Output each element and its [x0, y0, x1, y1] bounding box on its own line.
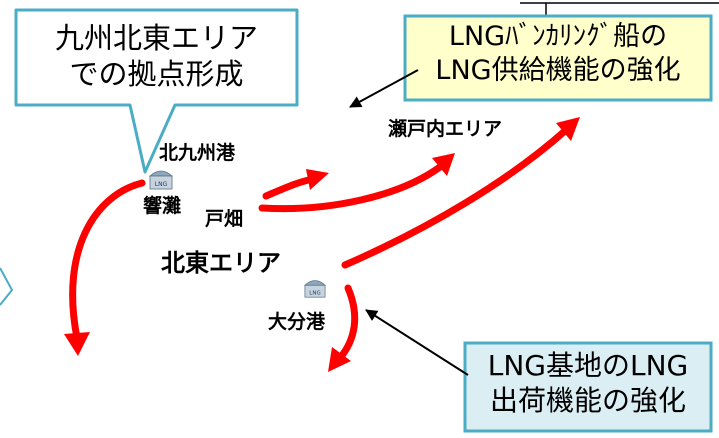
pointer-arrow-oita — [365, 309, 469, 376]
flow-arrow-short-east — [262, 175, 317, 200]
arrowhead-south-west — [64, 332, 90, 356]
label-northeast-area: 北東エリア — [161, 249, 281, 277]
pointer-arrow-setouchi — [349, 69, 419, 108]
callout-kyushu-text: 九州北東エリア での拠点形成 — [16, 20, 297, 93]
callout-base-text: LNG基地のLNG 出荷機能の強化 — [465, 348, 711, 418]
callout-bunkering-line2: LNG供給機能の強化 — [435, 54, 681, 86]
label-kitakyushu-port: 北九州港 — [159, 142, 236, 164]
arrowhead-short-east — [306, 169, 329, 190]
flow-arrow-setouchi — [258, 163, 444, 213]
lng-tank-label: LNG — [309, 290, 320, 296]
callout-kyushu-line1: 九州北東エリア — [54, 21, 258, 55]
lng-tank-icon: LNG — [303, 280, 327, 298]
arrowhead-setouchi — [432, 153, 455, 176]
callout-base-line1: LNG基地のLNG — [487, 349, 689, 382]
callout-bunkering-box — [403, 14, 713, 102]
label-oita-port: 大分港 — [268, 311, 326, 333]
arrowhead-south — [328, 347, 351, 372]
callout-kyushu-line2: での拠点形成 — [69, 57, 244, 92]
label-setouchi-area: 瀬戸内エリア — [388, 118, 503, 140]
flow-arrow-south — [336, 284, 359, 362]
callout-bunkering-text: LNGﾊﾞﾝｶﾘﾝｸﾞ船の LNG供給機能の強化 — [405, 20, 711, 88]
flow-arrow-northeast — [341, 126, 570, 269]
callout-base-line2: 出荷機能の強化 — [489, 384, 686, 417]
callout-base-box — [463, 341, 713, 433]
lng-tank-icon: LNG — [148, 170, 174, 190]
callout-kyushu-box — [14, 8, 299, 174]
flow-arrow-south-west — [69, 179, 146, 342]
callout-bunkering-line1: LNGﾊﾞﾝｶﾘﾝｸﾞ船の — [448, 21, 668, 52]
label-hibikinada: 響灘 — [143, 195, 182, 217]
label-tobata: 戸畑 — [205, 208, 244, 230]
lng-tank-label: LNG — [155, 181, 168, 188]
left-edge-callout-fragment — [0, 267, 14, 306]
arrowhead-northeast — [556, 117, 580, 141]
